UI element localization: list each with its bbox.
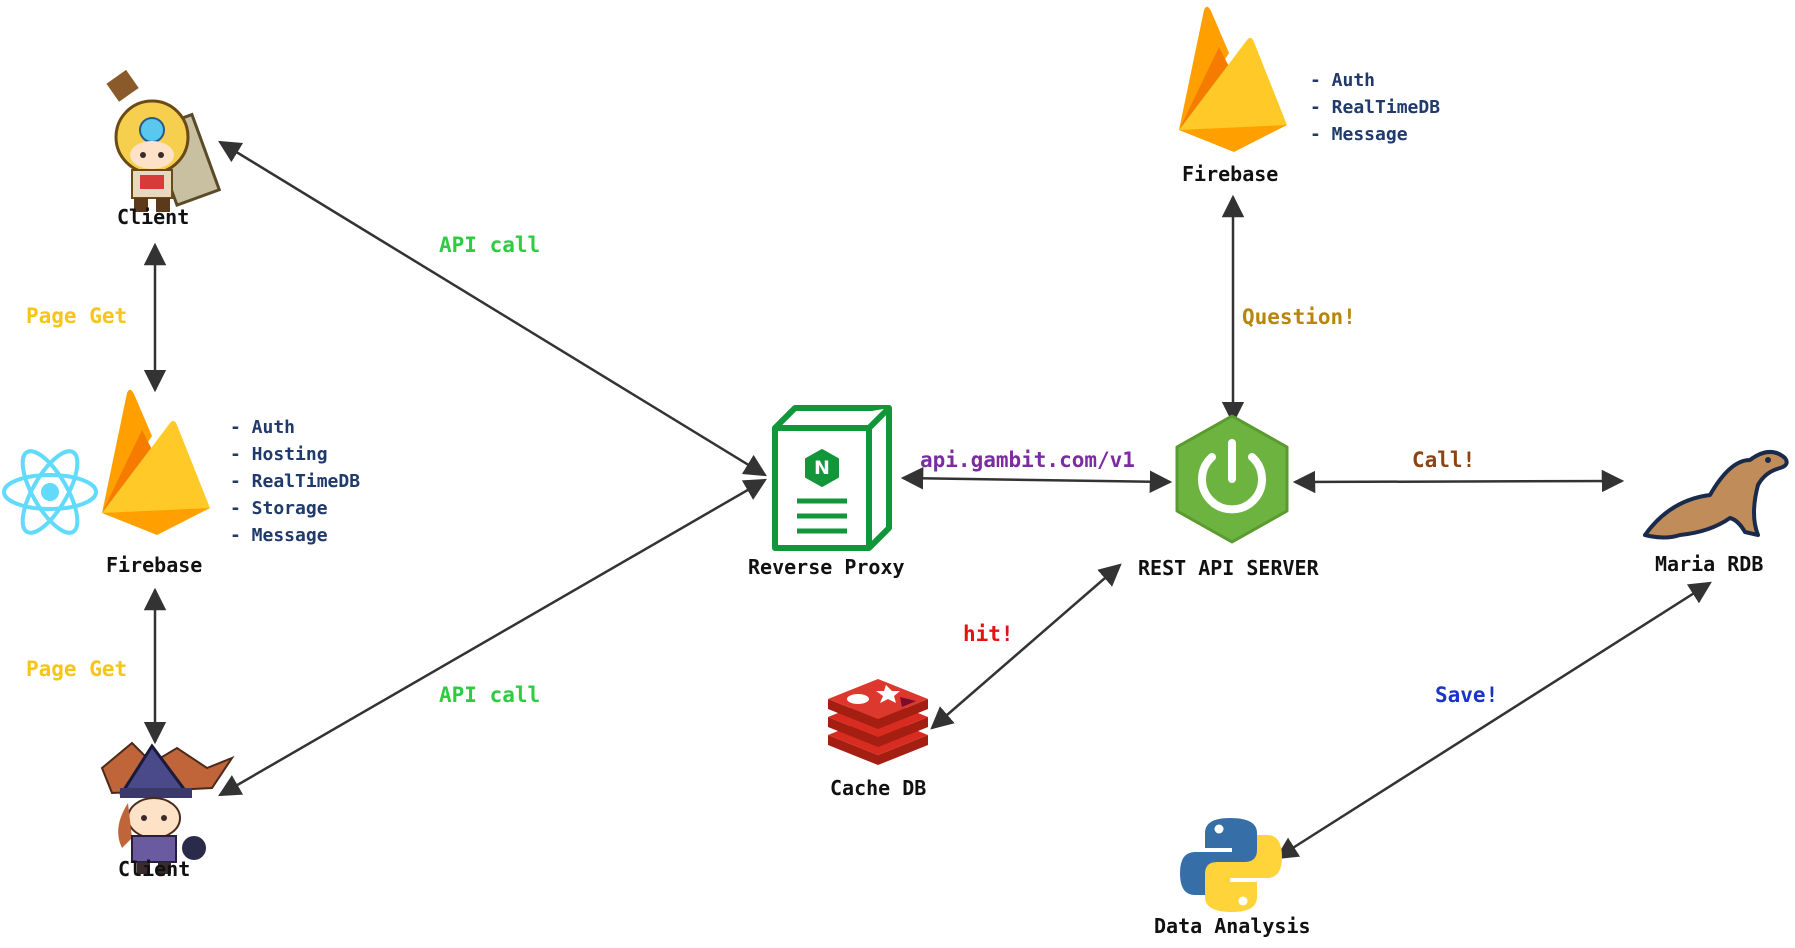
api-call-top-label: API call xyxy=(439,233,541,257)
knight-girl-sprite-icon xyxy=(106,69,222,212)
feature-item: - Hosting xyxy=(230,444,328,465)
feature-item: - Storage xyxy=(230,498,328,519)
edge-proxy-server xyxy=(900,467,1173,493)
firebase-left-feature-list: - Auth - Hosting - RealTimeDB - Storage - Me… xyxy=(230,414,360,549)
firebase-right-feature-list: - Auth - RealTimeDB - Message xyxy=(1310,67,1440,148)
save-label: Save! xyxy=(1435,683,1499,707)
page-get-top-label: Page Get xyxy=(26,304,128,328)
feature-item: - Auth xyxy=(230,417,296,438)
rest-api-server-label: REST API SERVER xyxy=(1138,556,1319,580)
spring-power-icon xyxy=(1175,414,1289,544)
firebase-right-label: Firebase xyxy=(1182,162,1279,186)
svg-text:N: N xyxy=(814,457,830,479)
redis-stack-icon xyxy=(828,679,928,765)
call-label: Call! xyxy=(1412,448,1476,472)
sea-lion-icon xyxy=(1643,450,1789,540)
feature-item: - Message xyxy=(1310,124,1408,145)
question-label: Question! xyxy=(1242,305,1356,329)
hit-label: hit! xyxy=(963,622,1014,646)
react-icon xyxy=(2,449,98,535)
api-call-bottom-label: API call xyxy=(439,683,541,707)
page-get-bottom-label: Page Get xyxy=(26,657,128,681)
edge-server-maria xyxy=(1292,469,1625,494)
firebase-flame-icon xyxy=(102,389,210,535)
edge-client-top-proxy xyxy=(218,140,767,477)
firebase-left-label: Firebase xyxy=(106,553,203,577)
nginx-server-icon: N xyxy=(772,405,892,551)
python-icon xyxy=(1180,818,1282,912)
feature-item: - Auth xyxy=(1310,70,1376,91)
maria-rdb-label: Maria RDB xyxy=(1655,552,1764,576)
feature-item: - RealTimeDB xyxy=(230,471,361,492)
firebase-flame-icon xyxy=(1179,6,1287,152)
feature-item: - RealTimeDB xyxy=(1310,97,1441,118)
edge-server-cache xyxy=(930,563,1122,730)
client-top-label: Client xyxy=(117,205,190,229)
cache-db-label: Cache DB xyxy=(830,776,927,800)
feature-item: - Message xyxy=(230,525,328,546)
client-bottom-label: Client xyxy=(118,857,191,881)
edge-client-bottom-proxy xyxy=(218,478,767,797)
data-analysis-label: Data Analysis xyxy=(1154,914,1311,938)
witch-girl-sprite-icon xyxy=(100,741,235,874)
reverse-proxy-label: Reverse Proxy xyxy=(748,555,905,579)
edge-maria-analysis xyxy=(1275,581,1712,860)
edges xyxy=(143,140,1712,860)
proxy-url-label: api.gambit.com/v1 xyxy=(920,448,1135,472)
